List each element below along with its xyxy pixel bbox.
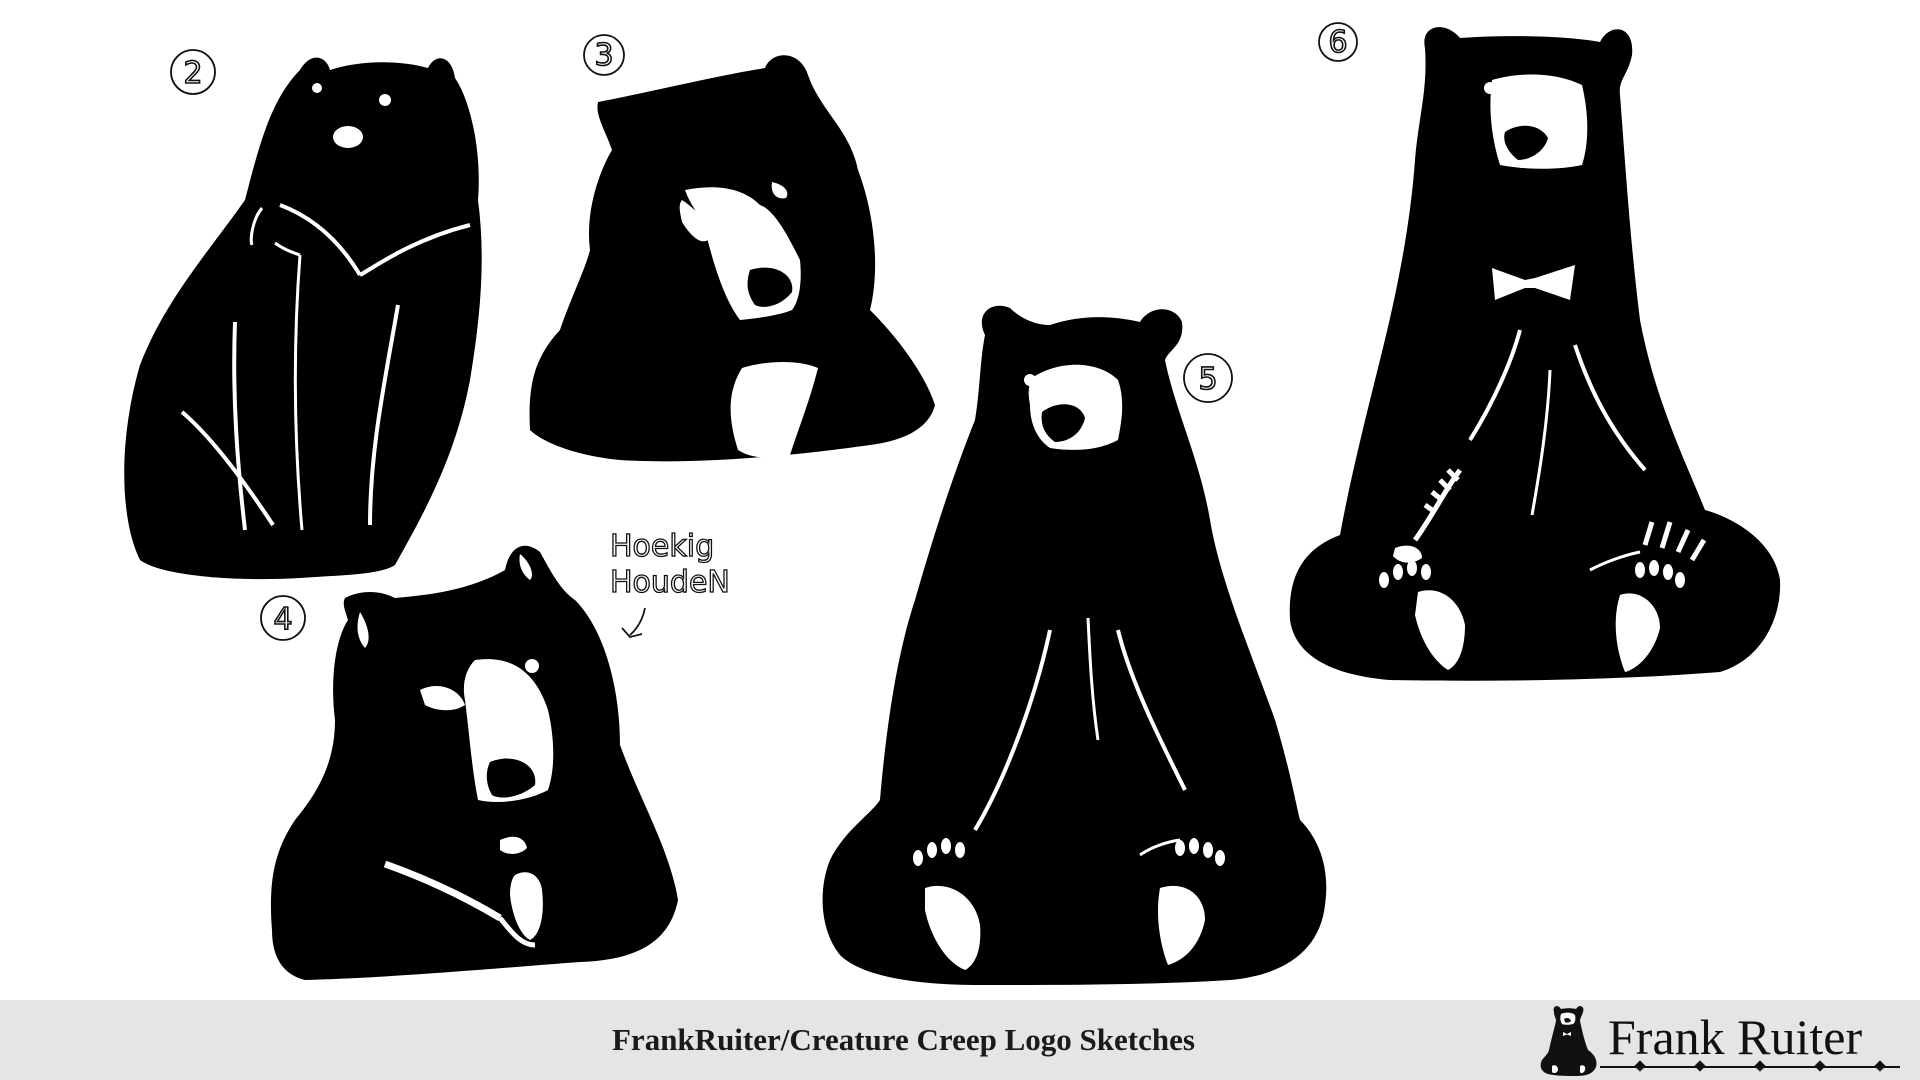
bear-sketch-2 <box>124 57 482 580</box>
sketch-number-6-label: 6 <box>1328 25 1347 60</box>
bear-sketch-5 <box>822 305 1327 985</box>
sketch-number-3: 3 <box>583 34 625 76</box>
sketch-canvas: 2 3 4 Hoekig HoudeN <box>124 22 1781 985</box>
sketch-number-6: 6 <box>1318 22 1358 62</box>
sketch-number-4-label: 4 <box>273 602 292 637</box>
annotation-arrow <box>621 607 646 639</box>
frank-ruiter-logo: Frank Ruiter <box>1536 1004 1914 1078</box>
sketch-number-2: 2 <box>170 49 216 95</box>
annotation-line-2: HoudeN <box>610 565 730 600</box>
sketch-number-5: 5 <box>1183 353 1233 403</box>
bear-sketch-4 <box>270 545 678 980</box>
sketch-number-4: 4 <box>260 595 306 641</box>
bear-logo-icon <box>1540 1006 1597 1076</box>
logo-wordmark: Frank Ruiter <box>1608 1009 1863 1065</box>
sketch-number-3-label: 3 <box>594 38 613 73</box>
logo-underline <box>1600 1066 1900 1068</box>
bear-sketch-6 <box>1289 27 1781 681</box>
bear-sketch-3 <box>529 55 935 462</box>
footer-caption: FrankRuiter/Creature Creep Logo Sketches <box>612 1022 1195 1057</box>
sketch-number-5-label: 5 <box>1198 362 1217 397</box>
annotation-line-1: Hoekig <box>610 529 714 564</box>
sketch-number-2-label: 2 <box>183 56 202 91</box>
handwritten-annotation: Hoekig HoudeN <box>609 528 731 639</box>
logo-diamond-5 <box>1874 1060 1886 1072</box>
